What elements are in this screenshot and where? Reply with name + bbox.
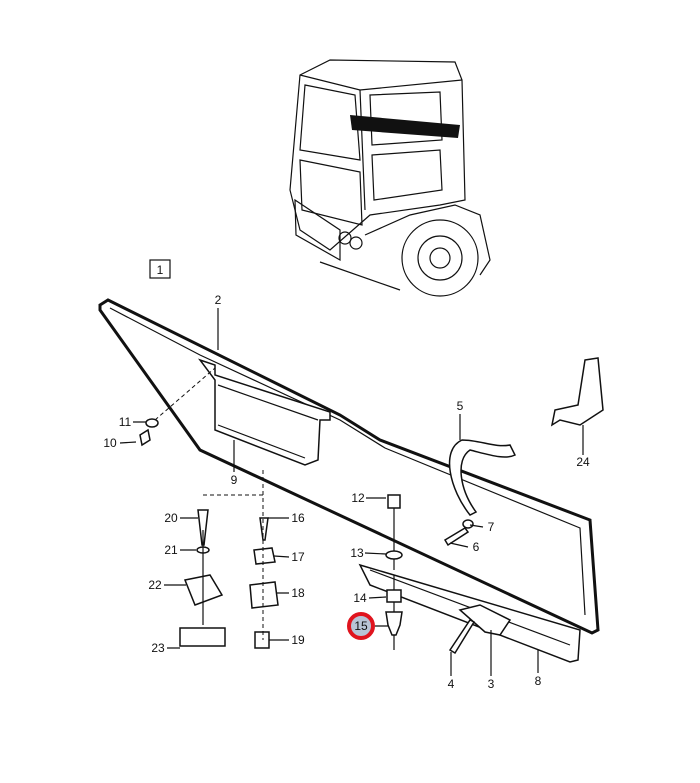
callout-22[interactable]: 22 bbox=[148, 578, 162, 592]
callout-21[interactable]: 21 bbox=[164, 543, 178, 557]
leader-lines bbox=[119, 308, 584, 676]
group-label-box bbox=[149, 259, 171, 279]
fasteners bbox=[139, 367, 476, 655]
callout-6[interactable]: 6 bbox=[473, 540, 480, 554]
callout-3[interactable]: 3 bbox=[488, 677, 495, 691]
bracket-3 bbox=[458, 604, 512, 636]
callout-8[interactable]: 8 bbox=[535, 674, 542, 688]
strap bbox=[448, 439, 517, 516]
bracket-24 bbox=[550, 357, 604, 427]
selected-callout-highlight bbox=[347, 612, 375, 640]
callout-11[interactable]: 11 bbox=[119, 415, 132, 429]
callout-23[interactable]: 23 bbox=[151, 641, 165, 655]
callout-12[interactable]: 12 bbox=[351, 491, 365, 505]
sun-visor-panel bbox=[98, 298, 600, 635]
callout-17[interactable]: 17 bbox=[291, 550, 305, 564]
callout-10[interactable]: 10 bbox=[103, 436, 117, 450]
truck-cab-illustration bbox=[289, 59, 491, 297]
callout-9[interactable]: 9 bbox=[231, 473, 238, 487]
callout-16[interactable]: 16 bbox=[291, 511, 305, 525]
callout-5[interactable]: 5 bbox=[457, 399, 464, 413]
callout-14[interactable]: 14 bbox=[353, 591, 367, 605]
callouts: 2 11 10 9 5 24 12 7 6 20 16 21 13 17 22 … bbox=[103, 293, 590, 691]
callout-19[interactable]: 19 bbox=[291, 633, 305, 647]
callout-4[interactable]: 4 bbox=[448, 677, 455, 691]
callout-15[interactable]: 15 bbox=[354, 619, 368, 633]
group-label: 1 bbox=[157, 263, 164, 277]
callout-2[interactable]: 2 bbox=[215, 293, 222, 307]
callout-20[interactable]: 20 bbox=[164, 511, 178, 525]
callout-24[interactable]: 24 bbox=[576, 455, 590, 469]
callout-7[interactable]: 7 bbox=[488, 520, 495, 534]
callout-18[interactable]: 18 bbox=[291, 586, 305, 600]
callout-13[interactable]: 13 bbox=[350, 546, 364, 560]
visor-flap bbox=[197, 358, 331, 466]
